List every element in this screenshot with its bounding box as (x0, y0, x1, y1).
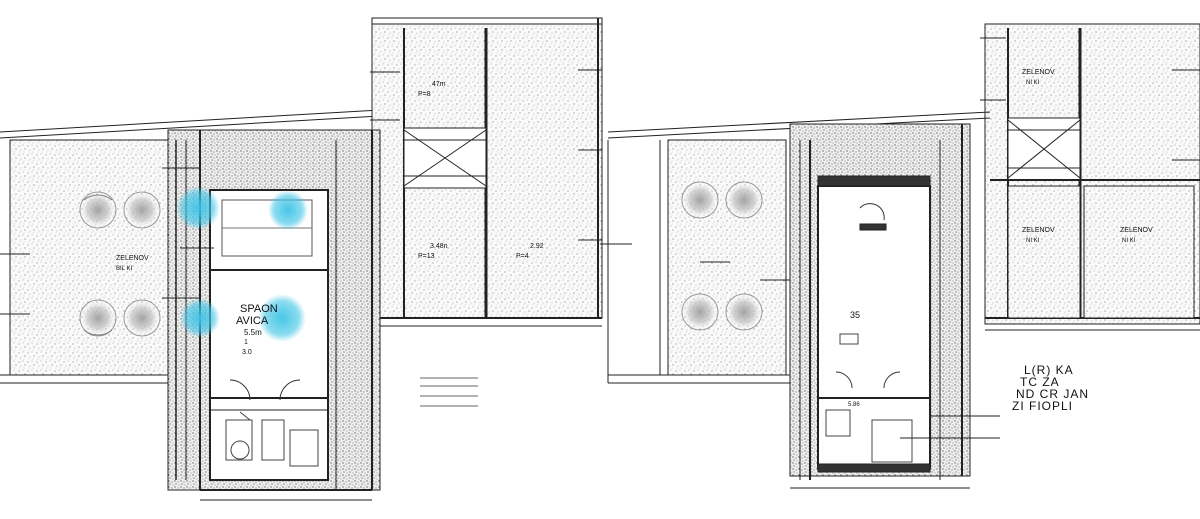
title-line-4: ZI FIOPLI (1012, 399, 1073, 413)
right-garden-b-sub: NI KI (1026, 238, 1040, 244)
right-garden-b-label: ZELENOV (1022, 227, 1055, 234)
highlight-blob-3 (180, 298, 220, 338)
area-mid-1-p-label: P=13 (418, 253, 435, 260)
right-room-area: 35 (850, 310, 860, 320)
room-label-3: 5.5m (244, 328, 262, 337)
right-plan (600, 23, 1200, 489)
room-label-1: SPAON (240, 303, 278, 315)
right-garden-b (1007, 185, 1081, 319)
right-plant-2 (725, 181, 763, 219)
left-plant-3 (79, 299, 117, 337)
title-line-1: L(R) KA (1024, 363, 1074, 377)
left-plan (0, 17, 603, 501)
title-line-3: ND CR JAN (1016, 387, 1089, 401)
left-garden-sub: BIL KI (116, 266, 132, 272)
right-plant-4 (725, 293, 763, 331)
highlight-blob-2 (268, 190, 308, 230)
right-dim-small: 5.86 (848, 402, 860, 408)
area-top-label: 47m (432, 81, 446, 88)
right-plant-1 (681, 181, 719, 219)
left-plant-4 (123, 299, 161, 337)
right-garden-c (1083, 185, 1195, 319)
left-plant-2 (123, 191, 161, 229)
left-plan-labels: ZELENOV BIL KI SPAON AVICA 5.5m 1 3.0 47… (116, 81, 544, 356)
left-plant-1 (79, 191, 117, 229)
right-garden-c-label: ZELENOV (1120, 227, 1153, 234)
left-garden-area (9, 139, 191, 376)
highlight-blob-1 (176, 186, 220, 230)
room-label-5: 3.0 (242, 349, 252, 356)
right-garden-c-sub: NI KI (1122, 238, 1136, 244)
title-line-2: TC ZA (1020, 375, 1060, 389)
right-interior (817, 185, 931, 469)
area-mid-1-label: 3.48n (430, 243, 448, 250)
right-garden-a-sub: NI KI (1026, 80, 1040, 86)
area-top-p-label: P=8 (418, 91, 431, 98)
room-label-2: AVICA (236, 315, 269, 327)
left-garden-label: ZELENOV (116, 255, 149, 262)
right-garden-a-label: ZELENOV (1022, 69, 1055, 76)
room-label-4: 1 (244, 339, 248, 346)
highlight-blob-4 (258, 294, 306, 342)
right-plan-labels: ZELENOV NI KI ZELENOV NI KI ZELENOV NI K… (848, 69, 1153, 413)
right-plant-3 (681, 293, 719, 331)
area-mid-2-label: 2.92 (530, 243, 544, 250)
right-garden-area (667, 139, 787, 376)
area-mid-2-p-label: P=4 (516, 253, 529, 260)
